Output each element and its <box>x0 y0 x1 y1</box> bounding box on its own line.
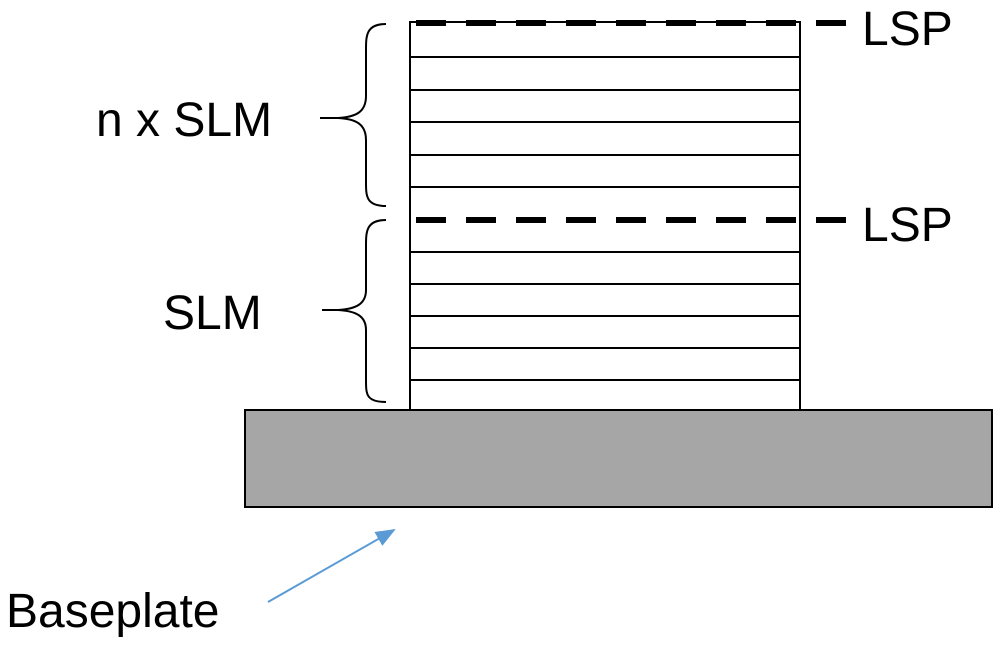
label-lsp-mid: LSP <box>862 199 953 252</box>
baseplate <box>244 409 993 508</box>
label-n-slm: n x SLM <box>96 94 272 147</box>
label-baseplate: Baseplate <box>6 585 220 638</box>
baseplate-arrow <box>267 529 396 603</box>
label-lsp-top: LSP <box>862 3 953 56</box>
upper-layer-lines <box>410 56 800 188</box>
brace-lower <box>337 219 387 403</box>
lower-layer-lines <box>410 251 800 381</box>
label-slm: SLM <box>163 287 262 340</box>
brace-upper <box>337 23 387 207</box>
layer-stack <box>409 21 801 411</box>
